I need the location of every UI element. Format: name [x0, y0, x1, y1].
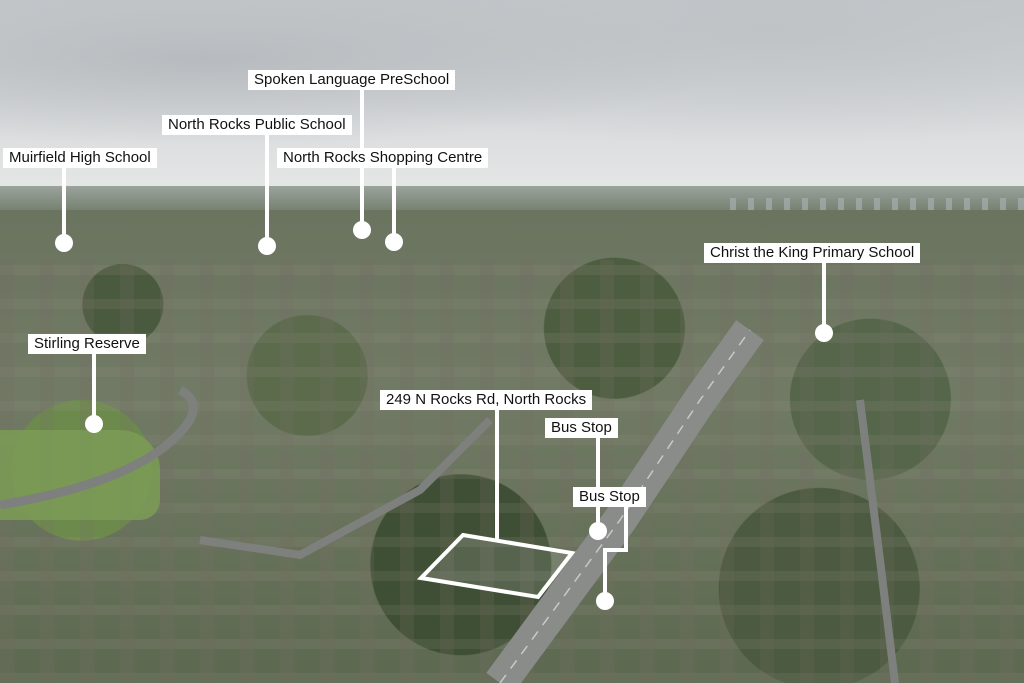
marker-stirling	[85, 415, 103, 433]
label-spoken-language-preschool: Spoken Language PreSchool	[248, 70, 456, 90]
side-road-east	[856, 399, 899, 683]
leader-bus-stop-2	[603, 506, 628, 601]
road-marking	[499, 329, 751, 683]
sky	[0, 0, 1024, 195]
label-property-address: 249 N Rocks Rd, North Rocks	[380, 390, 593, 410]
rooftops	[0, 260, 1024, 683]
label-bus-stop-1: Bus Stop	[545, 418, 618, 438]
label-muirfield-high-school: Muirfield High School	[3, 148, 157, 168]
marker-shopping-centre	[385, 233, 403, 251]
leader-lines	[62, 90, 826, 601]
marker-christ-the-king	[815, 324, 833, 342]
label-bus-stop-2: Bus Stop	[573, 487, 646, 507]
marker-spoken-language	[353, 221, 371, 239]
side-road-center	[199, 417, 493, 560]
label-christ-the-king-primary-school: Christ the King Primary School	[704, 243, 921, 263]
park-area	[0, 430, 160, 520]
label-north-rocks-public-school: North Rocks Public School	[162, 115, 352, 135]
marker-public-school	[258, 237, 276, 255]
property-boundary	[416, 532, 576, 600]
side-road-west	[0, 385, 198, 510]
label-stirling-reserve: Stirling Reserve	[28, 334, 146, 354]
marker-bus-stop-1	[589, 522, 607, 540]
marker-muirfield	[55, 234, 73, 252]
label-north-rocks-shopping-centre: North Rocks Shopping Centre	[277, 148, 489, 168]
marker-bus-stop-2	[596, 592, 614, 610]
marker-dots	[55, 221, 833, 610]
